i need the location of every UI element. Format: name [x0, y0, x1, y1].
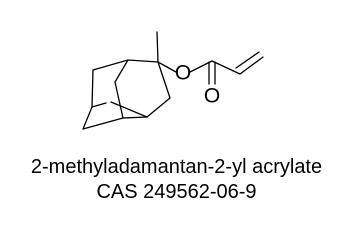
carbonyl-oxygen-label: O [204, 85, 220, 108]
bond [91, 69, 94, 108]
bond [189, 60, 213, 73]
bond [211, 60, 241, 75]
bond [114, 59, 129, 83]
methyl-bond [156, 31, 159, 63]
bond [122, 116, 148, 119]
ester-oxygen-label: O [175, 62, 191, 85]
bond [110, 101, 148, 118]
cas-number: CAS 249562-06-9 [96, 181, 257, 203]
chemical-structure-diagram: O O [82, 31, 264, 130]
bond [146, 97, 171, 118]
bond [91, 102, 107, 108]
bond [92, 59, 129, 71]
bond [157, 61, 171, 99]
bond [239, 56, 264, 75]
adamantane-cage [82, 59, 171, 130]
bond [157, 61, 177, 73]
bond [235, 51, 260, 69]
bond [82, 117, 124, 130]
bond [127, 59, 159, 63]
compound-name: 2-methyladamantan-2-yl acrylate [30, 156, 323, 178]
bond [82, 106, 93, 130]
bond [114, 81, 124, 119]
acrylate-chain [157, 51, 264, 85]
